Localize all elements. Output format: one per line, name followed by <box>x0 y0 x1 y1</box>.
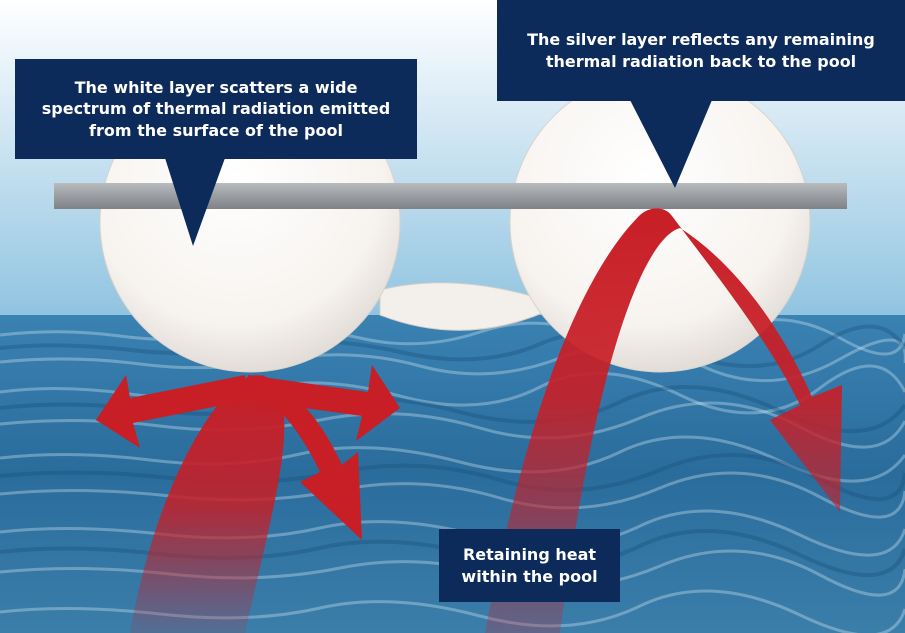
silver-layer-callout-text: The silver layer reflects any remaining … <box>527 29 875 71</box>
retaining-heat-callout: Retaining heat within the pool <box>439 529 620 602</box>
scatter-arrow-left <box>96 375 248 448</box>
white-layer-pointer <box>165 158 225 246</box>
silver-layer-callout: The silver layer reflects any remaining … <box>497 0 905 101</box>
scatter-arrow-down <box>250 375 362 540</box>
scatter-arrow-right <box>246 365 400 441</box>
white-layer-callout: The white layer scatters a wide spectrum… <box>15 59 417 159</box>
scatter-arrows <box>96 365 400 633</box>
silver-layer-pointer <box>630 100 712 188</box>
reflection-arrow <box>485 208 842 633</box>
reflection-arrow-body <box>485 208 842 633</box>
silver-layer <box>54 183 847 209</box>
retaining-heat-callout-text: Retaining heat within the pool <box>461 544 598 586</box>
emitted-heat-stem <box>130 375 285 633</box>
white-layer-callout-text: The white layer scatters a wide spectrum… <box>41 77 391 140</box>
